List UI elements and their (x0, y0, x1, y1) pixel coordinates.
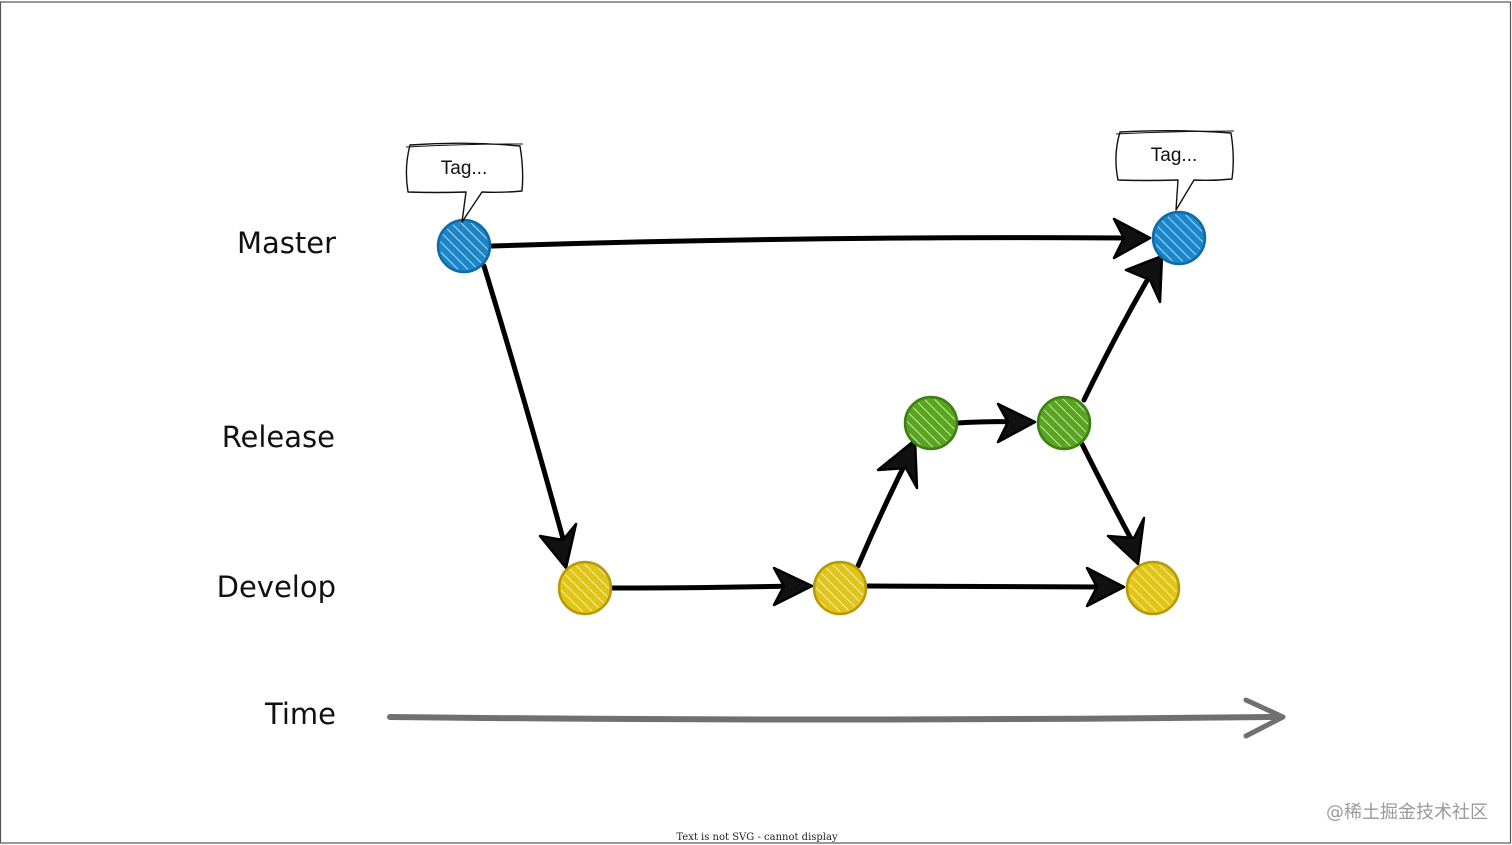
time-axis (387, 697, 1286, 739)
arrowhead-develop-down (538, 522, 578, 570)
arrowhead-to-develop (1106, 516, 1146, 566)
edge-master-to-develop (481, 263, 568, 549)
tag-callout-left: Tag... (405, 142, 524, 223)
green-circle-icon (1036, 395, 1092, 451)
blue-circle-icon (436, 218, 492, 274)
time-axis-arrowhead (1243, 697, 1286, 739)
watermark: @稀土掘金技术社区 (1326, 802, 1488, 823)
tag-callout-right: Tag... (1115, 130, 1235, 211)
commits (436, 210, 1207, 616)
arrowheads (538, 217, 1164, 608)
edge-develop-2-to-3 (865, 583, 1107, 590)
arrowhead-to-master (1124, 254, 1164, 304)
tag-label-right: Tag... (1151, 145, 1197, 166)
edge-master-to-master (489, 235, 1131, 249)
time-axis-line (387, 714, 1279, 723)
arrowhead-to-release (876, 438, 919, 490)
lane-label-develop: Develop (217, 570, 336, 604)
green-circle-icon (903, 395, 959, 451)
tag-label-left: Tag... (441, 158, 487, 179)
yellow-circle-icon (1125, 560, 1181, 616)
lane-label-master: Master (237, 226, 336, 260)
edge-develop-1-to-2 (609, 583, 795, 591)
lane-label-release: Release (222, 420, 335, 454)
arrowhead-develop-mid (772, 566, 814, 607)
edge-develop-to-release (855, 455, 911, 569)
yellow-circle-icon (557, 560, 613, 616)
arrowhead-master-right (1112, 217, 1152, 260)
arrowhead-release-mid (996, 402, 1037, 444)
edge-release-to-master (1081, 269, 1155, 403)
arrowhead-develop-right (1085, 566, 1126, 608)
footer-note: Text is not SVG - cannot display (676, 832, 838, 843)
lane-label-time: Time (264, 697, 336, 731)
yellow-circle-icon (812, 560, 868, 616)
blue-circle-icon (1151, 210, 1207, 266)
edge-release-to-develop (1079, 441, 1139, 551)
